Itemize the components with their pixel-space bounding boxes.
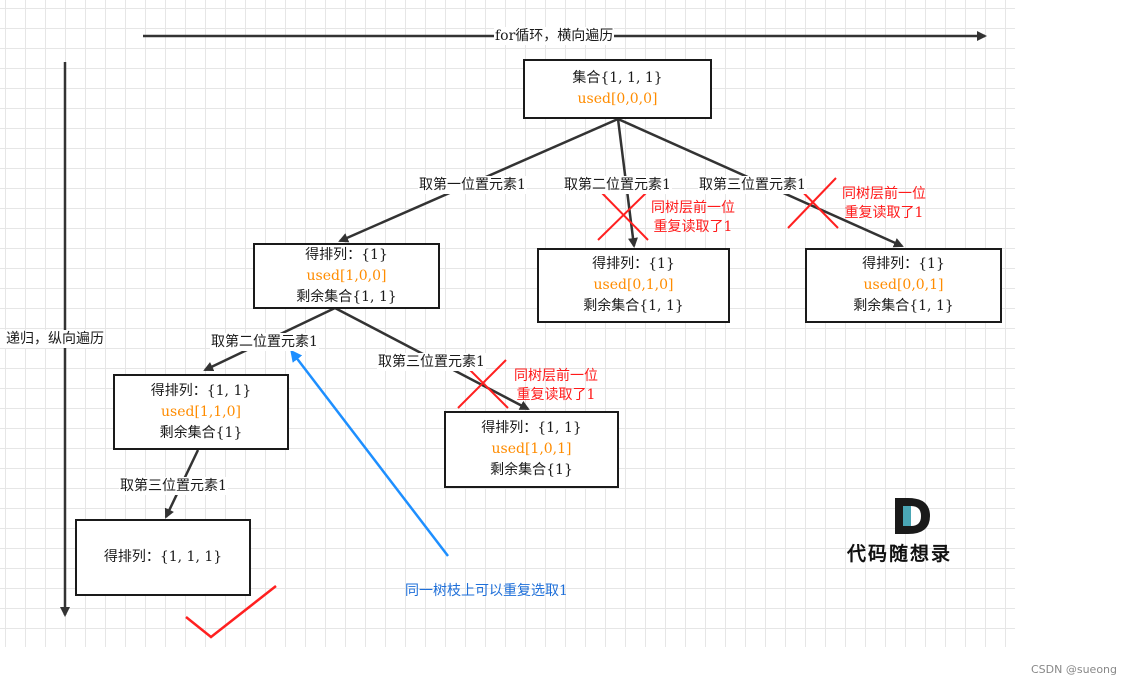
edge-label-l1a-second: 取第二位置元素1 xyxy=(210,333,319,351)
node-l1b-used: used[0,1,0] xyxy=(593,277,674,293)
node-l3a-perm: 得排列：{1, 1, 1} xyxy=(103,549,223,565)
prune-note-3: 同树层前一位 重复读取了1 xyxy=(514,367,598,405)
prune-note-1-line1: 同树层前一位 xyxy=(651,200,735,216)
edge-label-root-second: 取第二位置元素1 xyxy=(563,176,672,194)
node-l1b: 得排列：{1} used[0,1,0] 剩余集合{1, 1} xyxy=(537,248,730,323)
csdn-watermark: CSDN @sueong xyxy=(1031,663,1118,676)
check-mark xyxy=(185,585,277,639)
horizontal-axis-label: for循环，横向遍历 xyxy=(494,27,615,45)
prune-cross-1 xyxy=(597,190,649,241)
node-l1a-used: used[1,0,0] xyxy=(306,267,387,284)
node-l2b: 得排列：{1, 1} used[1,0,1] 剩余集合{1} xyxy=(444,411,619,488)
vertical-axis-label: 递归，纵向遍历 xyxy=(5,330,105,348)
prune-note-2: 同树层前一位 重复读取了1 xyxy=(842,185,926,223)
node-l2a-perm: 得排列：{1, 1} xyxy=(150,382,252,399)
branch-note: 同一树枝上可以重复选取1 xyxy=(405,583,568,599)
prune-note-3-line2: 重复读取了1 xyxy=(516,387,596,403)
node-l1c-perm: 得排列：{1} xyxy=(862,256,945,272)
node-l2b-perm: 得排列：{1, 1} xyxy=(481,420,582,436)
edge-label-root-first: 取第一位置元素1 xyxy=(418,176,527,194)
node-l1c-used: used[0,0,1] xyxy=(863,277,944,293)
node-root-set: 集合{1, 1, 1} xyxy=(572,70,663,86)
node-root: 集合{1, 1, 1} used[0,0,0] xyxy=(523,59,712,119)
prune-note-1-line2: 重复读取了1 xyxy=(653,219,733,235)
node-l1b-rest: 剩余集合{1, 1} xyxy=(583,298,684,314)
node-l1b-perm: 得排列：{1} xyxy=(592,256,675,272)
logo-d-icon xyxy=(895,498,930,534)
prune-note-2-line1: 同树层前一位 xyxy=(842,186,926,202)
node-root-used: used[0,0,0] xyxy=(577,91,658,107)
node-l2b-rest: 剩余集合{1} xyxy=(490,462,573,478)
node-l2b-used: used[1,0,1] xyxy=(491,441,572,457)
node-l1a: 得排列：{1} used[1,0,0] 剩余集合{1, 1} xyxy=(253,243,440,309)
prune-note-2-line2: 重复读取了1 xyxy=(844,205,924,221)
node-l1a-rest: 剩余集合{1, 1} xyxy=(296,288,397,305)
logo-text: 代码随想录 xyxy=(847,543,953,565)
prune-note-1: 同树层前一位 重复读取了1 xyxy=(651,199,735,237)
edge-label-l2a-third: 取第三位置元素1 xyxy=(119,477,228,495)
prune-note-3-line1: 同树层前一位 xyxy=(514,368,598,384)
edge-label-l1a-third: 取第三位置元素1 xyxy=(377,353,486,371)
node-l3a: 得排列：{1, 1, 1} xyxy=(75,519,251,596)
node-l2a: 得排列：{1, 1} used[1,1,0] 剩余集合{1} xyxy=(113,374,289,450)
node-l2a-rest: 剩余集合{1} xyxy=(159,424,243,441)
node-l2a-used: used[1,1,0] xyxy=(161,403,241,420)
node-l1a-perm: 得排列：{1} xyxy=(305,246,388,263)
branch-arrow xyxy=(290,349,449,557)
node-l1c-rest: 剩余集合{1, 1} xyxy=(853,298,954,314)
edge-label-root-third: 取第三位置元素1 xyxy=(698,176,807,194)
node-l1c: 得排列：{1} used[0,0,1] 剩余集合{1, 1} xyxy=(805,248,1002,323)
